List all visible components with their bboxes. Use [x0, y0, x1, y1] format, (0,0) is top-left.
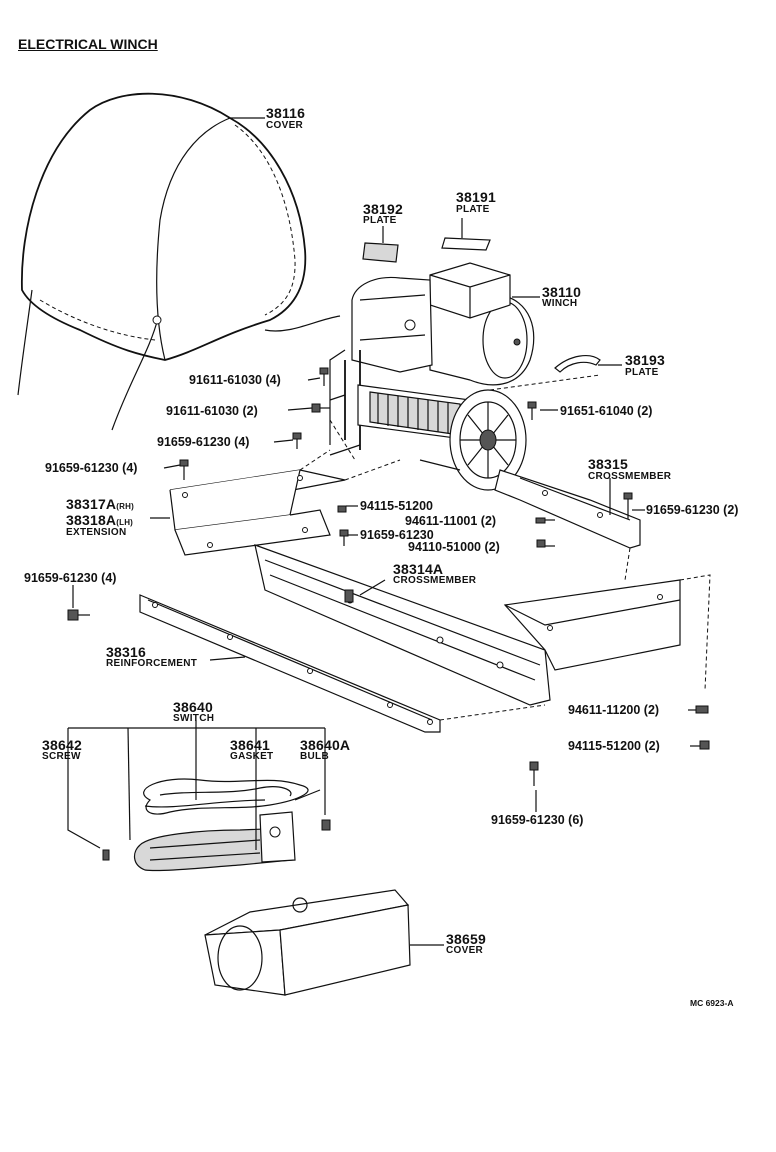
- part-name-38640a: BULB: [300, 751, 329, 762]
- part-number-38314a: 38314A: [393, 561, 444, 577]
- drawing-reference-code: MC 6923-A: [690, 998, 734, 1008]
- part-number-38318a: 38318A(LH): [66, 512, 134, 528]
- part-name-38116: COVER: [266, 120, 304, 131]
- winch-drawing: [329, 262, 641, 549]
- part-name-38642: SCREW: [42, 751, 81, 762]
- part-name-38640: SWITCH: [173, 713, 215, 724]
- fastener-91659-61230-x4-b: 91659-61230 (4): [45, 461, 138, 475]
- part-number-38315: 38315: [588, 456, 628, 472]
- fastener-91659-61230-x2: 91659-61230 (2): [646, 503, 739, 517]
- part-number-38193: 38193: [625, 352, 665, 368]
- part-number-38640: 38640: [173, 699, 213, 715]
- fastener-94110-51000: 94110-51000 (2): [408, 540, 500, 554]
- fastener-91659-61230-x6: 91659-61230 (6): [491, 813, 584, 827]
- part-name-38193: PLATE: [625, 367, 659, 378]
- fastener-94115-51200-x2: 94115-51200 (2): [568, 739, 660, 753]
- switch-drawing: [102, 778, 331, 872]
- part-number-38110: 38110: [542, 284, 582, 300]
- part-number-38317a: 38317A(RH): [66, 496, 134, 512]
- fastener-91651-61040: 91651-61040 (2): [560, 404, 653, 418]
- part-name-38314a: CROSSMEMBER: [393, 575, 477, 586]
- part-number-38191: 38191: [456, 189, 496, 205]
- fastener-94115-51200: 94115-51200: [360, 499, 433, 513]
- part-number-38642: 38642: [42, 737, 82, 753]
- part-number-38116: 38116: [266, 105, 306, 121]
- plates-drawing: [362, 237, 601, 373]
- fastener-91611-61030-x2: 91611-61030 (2): [166, 404, 258, 418]
- part-name-38641: GASKET: [230, 751, 274, 762]
- fastener-94611-11001: 94611-11001 (2): [405, 514, 497, 528]
- switch-cover-drawing: [204, 889, 411, 996]
- part-name-38318a: EXTENSION: [66, 527, 127, 538]
- fastener-91659-61230-x4-c: 91659-61230 (4): [24, 571, 117, 585]
- part-name-38315: CROSSMEMBER: [588, 471, 672, 482]
- fastener-91659-61230-single: 91659-61230: [360, 528, 434, 542]
- winch-cover-drawing: [17, 92, 341, 431]
- part-number-38316: 38316: [106, 644, 146, 660]
- part-name-38110: WINCH: [542, 298, 578, 309]
- part-name-38659: COVER: [446, 945, 484, 956]
- part-name-38191: PLATE: [456, 204, 490, 215]
- frame-brackets-drawing: [139, 374, 711, 733]
- part-number-38641: 38641: [230, 737, 270, 753]
- part-number-38640a: 38640A: [300, 737, 351, 753]
- fastener-91659-61230-x4-a: 91659-61230 (4): [157, 435, 250, 449]
- part-number-38659: 38659: [446, 931, 486, 947]
- part-name-38316: REINFORCEMENT: [106, 658, 198, 669]
- diagram-title: ELECTRICAL WINCH: [18, 36, 158, 52]
- fastener-91611-61030-x4: 91611-61030 (4): [189, 373, 281, 387]
- leader-lines: [67, 117, 700, 946]
- part-name-38192: PLATE: [363, 215, 397, 226]
- part-number-38192: 38192: [363, 201, 403, 217]
- bolts-drawing: [67, 367, 710, 786]
- fastener-94611-11200: 94611-11200 (2): [568, 703, 660, 717]
